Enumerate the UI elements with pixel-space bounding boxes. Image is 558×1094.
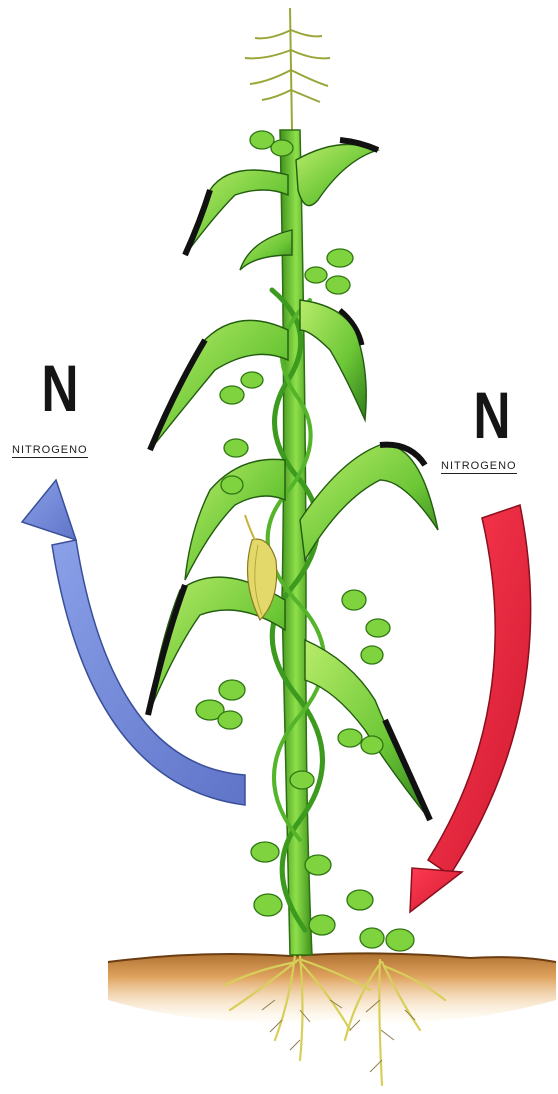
nitrogen-label-left: NITROGENO (12, 444, 88, 458)
tassel (245, 8, 330, 130)
nitrogen-symbol-right: N (469, 382, 516, 448)
red-arrow (410, 505, 531, 912)
nitrogen-symbol-left: N (37, 355, 84, 421)
soil (108, 953, 556, 1022)
nitrogen-label-right: NITROGENO (441, 460, 517, 474)
